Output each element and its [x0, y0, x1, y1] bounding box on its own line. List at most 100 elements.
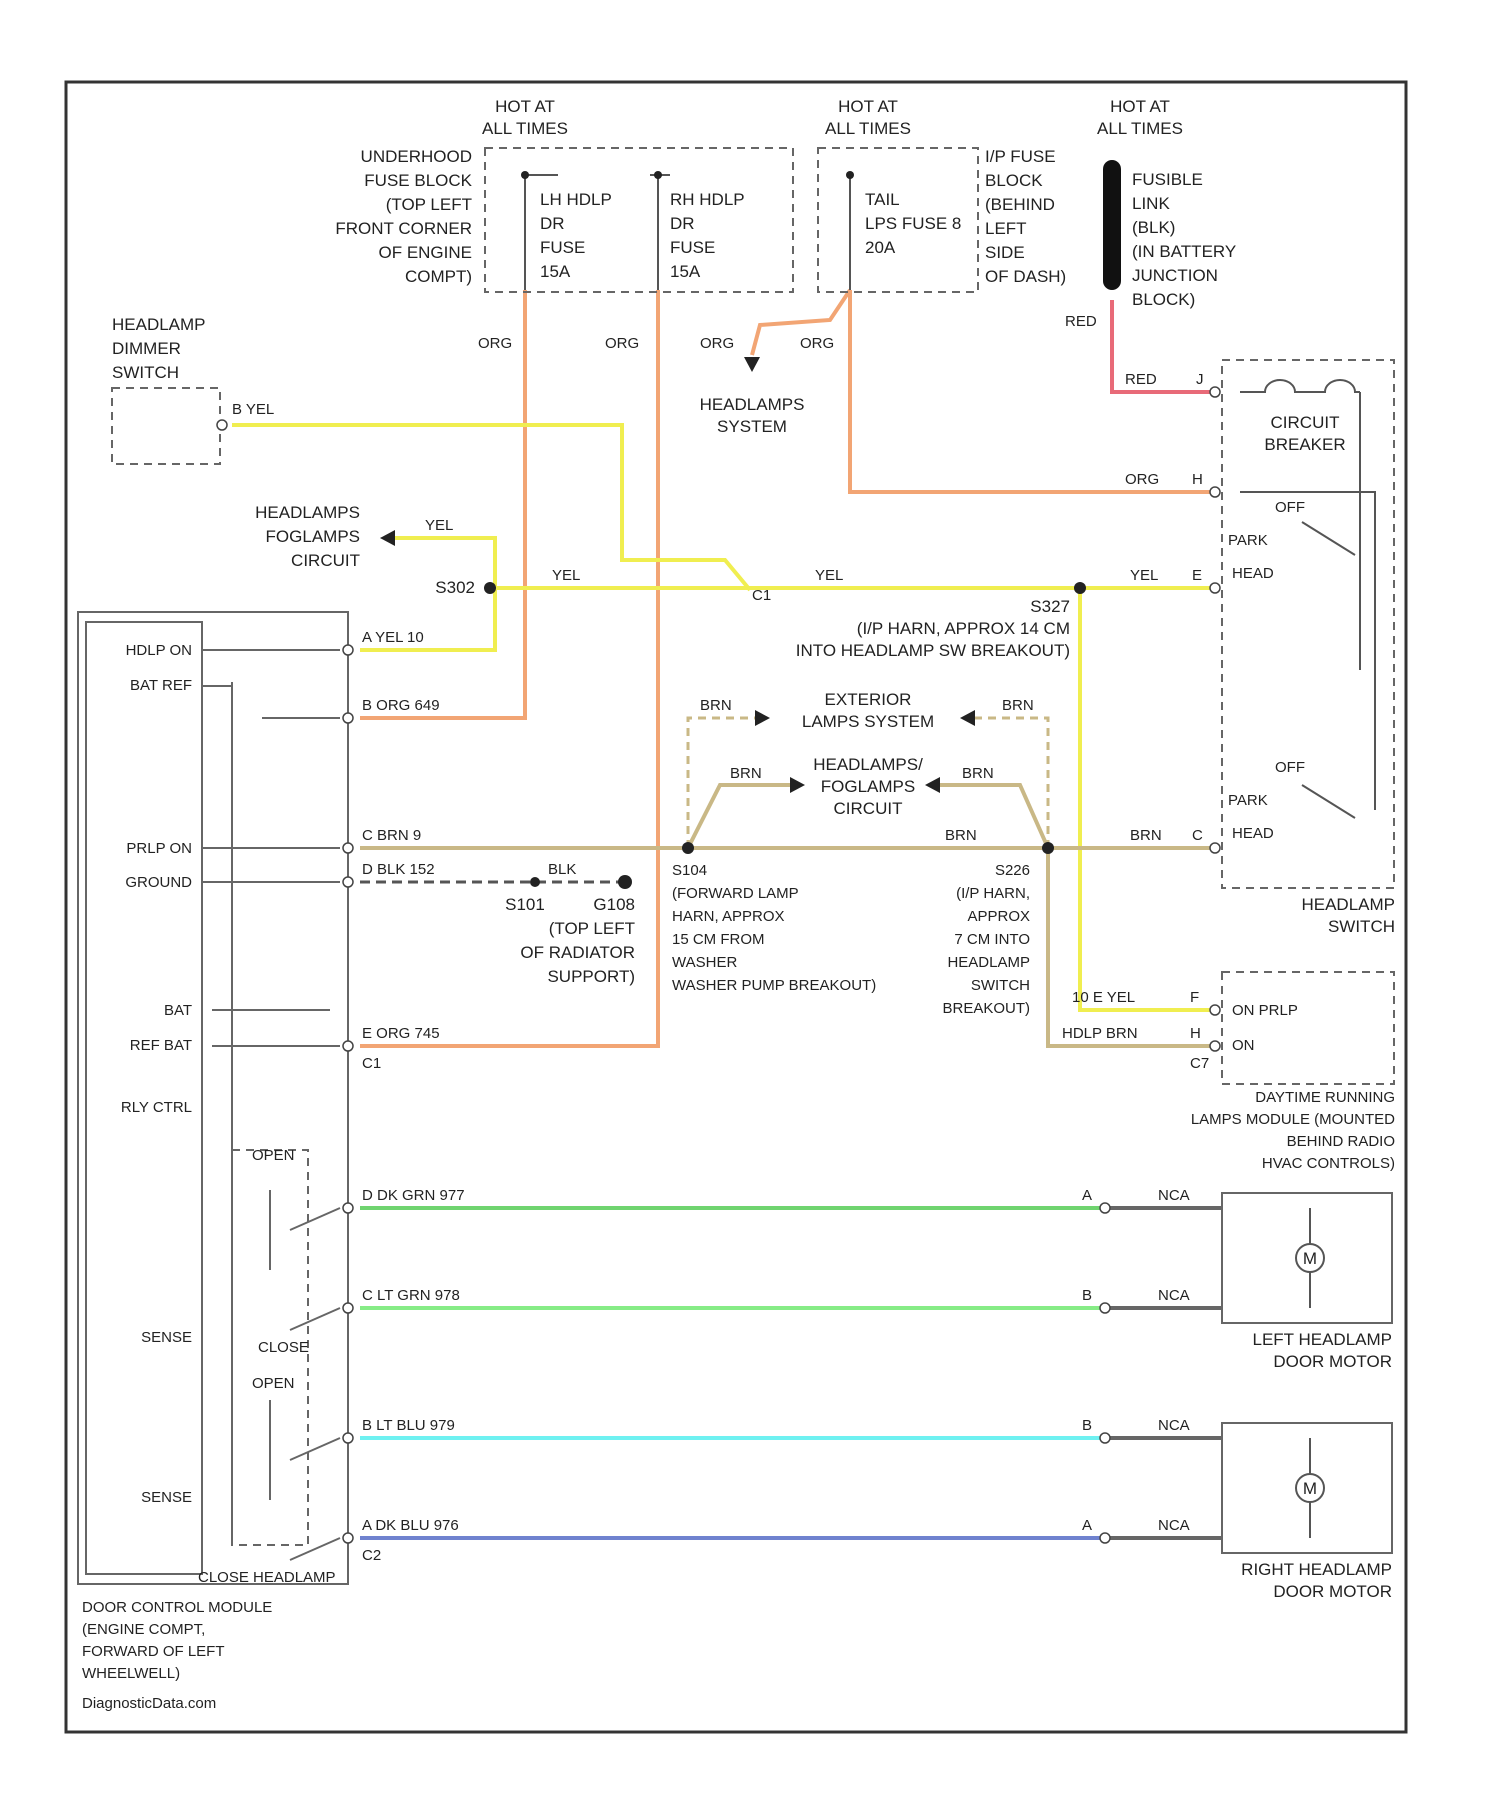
- wire-label-w979: B LT BLU 979: [362, 1417, 455, 1434]
- wire-label-red-pin: J: [1196, 371, 1204, 388]
- s327-label-line-0: S327: [1030, 597, 1070, 616]
- module-close-1: CLOSE: [258, 1339, 309, 1356]
- wire-org-lh: [360, 290, 525, 718]
- switch-upper-head: HEAD: [1232, 565, 1274, 582]
- left-motor-symbol: M: [1303, 1249, 1317, 1268]
- wire-label-ground-wire: D BLK 152: [362, 861, 435, 878]
- switch-upper-off: OFF: [1275, 499, 1305, 516]
- headlamps-foglamps-circuit-top-label-line-0: HEADLAMPS: [255, 503, 360, 522]
- headlamps-foglamps-circuit-top-label-line-1: FOGLAMPS: [266, 527, 360, 546]
- fusible-link-label-line-3: (IN BATTERY: [1132, 242, 1236, 261]
- wire-label-blk-g: BLK: [548, 861, 576, 878]
- drl-module-label-line-3: HVAC CONTROLS): [1262, 1155, 1395, 1172]
- left-motor-label-line-1: DOOR MOTOR: [1273, 1352, 1392, 1371]
- wire-brn-drl: [1048, 848, 1215, 1046]
- wire-label-w978: C LT GRN 978: [362, 1287, 460, 1304]
- underhood-fuse-block: [485, 148, 793, 292]
- g108-label-line-1: (TOP LEFT: [549, 919, 635, 938]
- wire-label-org-cb-pin: H: [1192, 471, 1203, 488]
- fusible-link-label-line-5: BLOCK): [1132, 290, 1195, 309]
- splice-s327: [1074, 582, 1086, 594]
- arrow-hf-left: [790, 777, 805, 793]
- exterior-lamps-system-label-line-1: LAMPS SYSTEM: [802, 712, 934, 731]
- hot-label-3-line-1: ALL TIMES: [1097, 119, 1183, 138]
- wire-label-pin-a2: A: [1082, 1517, 1092, 1534]
- s327-label-line-1: (I/P HARN, APPROX 14 CM: [857, 619, 1070, 638]
- module-internal-wiring: [202, 650, 340, 1560]
- headlamps-foglamps-circuit-top-label-line-2: CIRCUIT: [291, 551, 360, 570]
- splice-s101: [530, 877, 540, 887]
- underhood-fuse-block-label-line-2: (TOP LEFT: [386, 195, 472, 214]
- g108-label-line-3: SUPPORT): [547, 967, 635, 986]
- tail-fuse-label-line-1: LPS FUSE 8: [865, 214, 961, 233]
- drl-module-box: [1222, 972, 1394, 1084]
- s226-label-line-1: (I/P HARN,: [956, 885, 1030, 902]
- underhood-fuse-block-label-line-1: FUSE BLOCK: [364, 171, 472, 190]
- right-motor-symbol: M: [1303, 1479, 1317, 1498]
- door-control-module-label-line-1: (ENGINE COMPT,: [82, 1621, 205, 1638]
- ip-fuse-block-label-line-1: BLOCK: [985, 171, 1043, 190]
- arrow-hf-right: [925, 777, 940, 793]
- wire-label-brn-sw-pin: C: [1192, 827, 1203, 844]
- module-open-2: OPEN: [252, 1375, 295, 1392]
- s104-label-line-2: HARN, APPROX: [672, 908, 785, 925]
- drl-module-label-line-1: LAMPS MODULE (MOUNTED: [1191, 1111, 1395, 1128]
- underhood-fuse-block-label-line-4: OF ENGINE: [378, 243, 472, 262]
- wire-label-drl-yel-pin: F: [1190, 989, 1199, 1006]
- drl-module-label-line-2: BEHIND RADIO: [1287, 1133, 1395, 1150]
- headlamps-foglamps-circuit-mid-label-line-2: CIRCUIT: [834, 799, 903, 818]
- headlamp-dimmer-switch-label-line-0: HEADLAMP: [112, 315, 206, 334]
- rh-fuse-label-line-3: 15A: [670, 262, 701, 281]
- wire-label-red1: RED: [1065, 313, 1097, 330]
- wire-label-org3: ORG: [700, 335, 734, 352]
- drl-pin-on-prlp: ON PRLP: [1232, 1002, 1298, 1019]
- splice-s302: [484, 582, 496, 594]
- headlamps-foglamps-circuit-mid-label-line-1: FOGLAMPS: [821, 777, 915, 796]
- fusible-link-label-line-2: (BLK): [1132, 218, 1175, 237]
- wire-label-hdlp-on-wire: A YEL 10: [362, 629, 424, 646]
- module-pin-7: SENSE: [141, 1329, 192, 1346]
- wire-label-nca1: NCA: [1158, 1187, 1190, 1204]
- wire-label-c7: C7: [1190, 1055, 1209, 1072]
- lh-fuse-label-line-3: 15A: [540, 262, 571, 281]
- splice-s104: [682, 842, 694, 854]
- wire-label-yel-sw: YEL: [1130, 567, 1158, 584]
- wire-label-drl-yel: 10 E YEL: [1072, 989, 1135, 1006]
- s104-label-line-5: WASHER PUMP BREAKOUT): [672, 977, 876, 994]
- lh-fuse-label-line-1: DR: [540, 214, 565, 233]
- headlamps-system-label-line-1: SYSTEM: [717, 417, 787, 436]
- module-pin-2: PRLP ON: [126, 840, 192, 857]
- wire-label-c1b: C1: [362, 1055, 381, 1072]
- wire-label-pin-b2: B: [1082, 1417, 1092, 1434]
- wire-label-w977: D DK GRN 977: [362, 1187, 465, 1204]
- ip-fuse-block-label-line-0: I/P FUSE: [985, 147, 1056, 166]
- exterior-lamps-system-label-line-0: EXTERIOR: [825, 690, 912, 709]
- ip-fuse-block-label-line-4: SIDE: [985, 243, 1025, 262]
- rh-fuse-label-line-1: DR: [670, 214, 695, 233]
- fusible-link-icon: [1103, 160, 1121, 290]
- wire-label-drl-brn: HDLP BRN: [1062, 1025, 1138, 1042]
- wire-label-drl-brn-pin: H: [1190, 1025, 1201, 1042]
- fusible-link-label-line-1: LINK: [1132, 194, 1170, 213]
- wire-label-dimmer-yel: B YEL: [232, 401, 274, 418]
- wire-label-yel-mid: YEL: [815, 567, 843, 584]
- module-pin-8: SENSE: [141, 1489, 192, 1506]
- wire-label-bat-wire: E ORG 745: [362, 1025, 440, 1042]
- headlamp-dimmer-switch-label-line-1: DIMMER: [112, 339, 181, 358]
- tail-fuse-label-line-0: TAIL: [865, 190, 900, 209]
- switch-contact-upper: [1302, 522, 1355, 555]
- wire-label-brn-main: BRN: [945, 827, 977, 844]
- wire-label-brn-a: BRN: [700, 697, 732, 714]
- wire-label-brn-d: BRN: [962, 765, 994, 782]
- wire-label-c1: C1: [752, 587, 771, 604]
- arrow-ext-right: [960, 710, 975, 726]
- wire-label-org2: ORG: [605, 335, 639, 352]
- labels: HOT ATALL TIMESHOT ATALL TIMESHOT ATALL …: [82, 97, 1395, 1712]
- fusible-link-label-line-4: JUNCTION: [1132, 266, 1218, 285]
- right-motor-label-line-1: DOOR MOTOR: [1273, 1582, 1392, 1601]
- headlamps-foglamps-circuit-mid-label-line-0: HEADLAMPS/: [813, 755, 923, 774]
- tail-fuse-label-line-2: 20A: [865, 238, 896, 257]
- fusible-link-label-line-0: FUSIBLE: [1132, 170, 1203, 189]
- headlamps-system-label-line-0: HEADLAMPS: [700, 395, 805, 414]
